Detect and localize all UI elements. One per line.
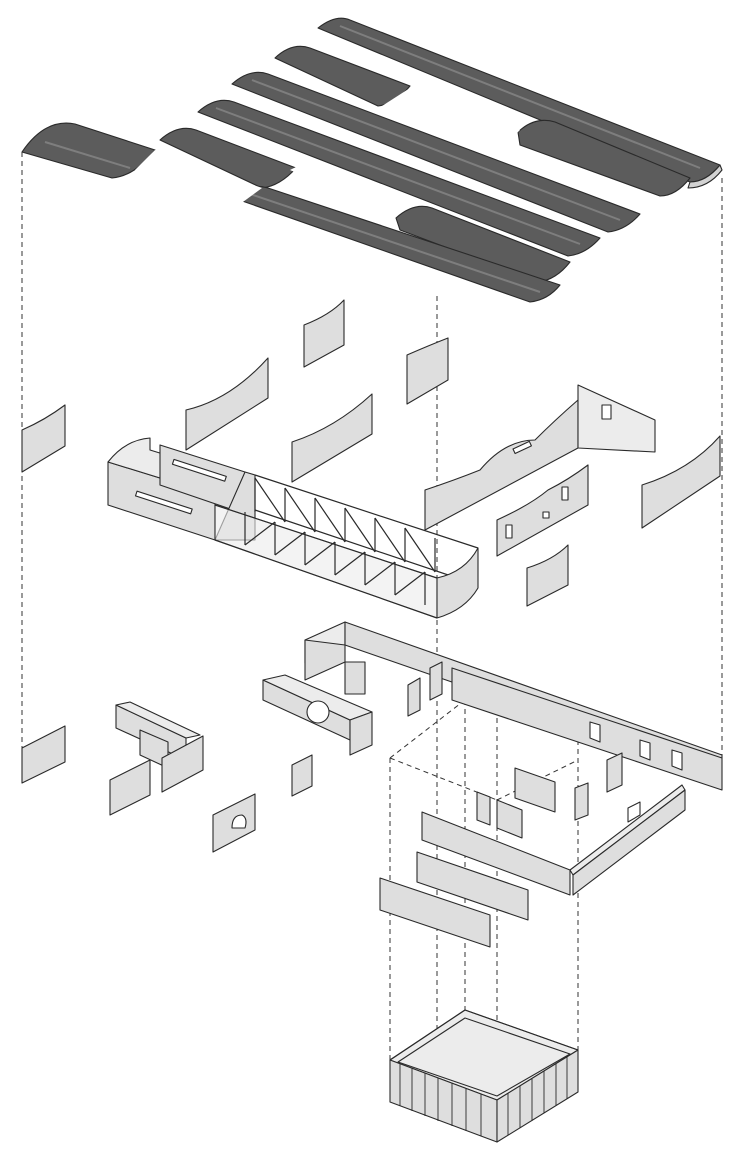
roof-skylight-opening: [290, 160, 410, 215]
small-wall-panel: [476, 791, 491, 826]
wall-with-arch-opening: [212, 793, 256, 853]
curved-top-wall: [185, 357, 269, 451]
round-opening: [306, 700, 330, 724]
window-opening: [542, 511, 550, 519]
wall-with-windows: [496, 464, 589, 557]
small-wall-panel: [407, 677, 421, 717]
small-wall-panel: [514, 767, 556, 813]
small-wall-panel: [21, 725, 66, 784]
roof-skylight-opening: [135, 150, 262, 210]
roof-skylight-opening: [382, 88, 520, 150]
wavy-wall-with-window: [424, 384, 656, 531]
wall-with-round-opening: [262, 674, 373, 756]
curved-top-wall: [291, 393, 373, 483]
roof-vault-strip: [274, 45, 691, 197]
small-wall-panel: [344, 661, 366, 695]
vaulted-roof: [21, 17, 723, 303]
window-opening: [601, 404, 612, 420]
small-wall-panel: [429, 661, 443, 701]
curved-top-wall: [303, 299, 345, 368]
window-opening: [561, 486, 569, 501]
slot-opening: [171, 458, 227, 482]
small-wall-panel: [496, 799, 523, 839]
roof-highlights: [44, 25, 701, 293]
curved-top-wall: [21, 404, 66, 473]
window-opening: [505, 524, 513, 539]
truss-bridge: [107, 437, 479, 619]
curved-top-wall: [406, 337, 449, 405]
u-shaped-wall: [421, 784, 686, 896]
small-wall-panel: [574, 782, 589, 821]
floor-wall-panel: [379, 877, 491, 948]
vertical-cladding-lines: [399, 1057, 568, 1136]
small-wall-panel: [606, 752, 623, 793]
ground-pavilion: [389, 1009, 579, 1143]
slot-opening: [512, 440, 532, 455]
truss-members: [244, 477, 436, 605]
roof-vault-strip: [317, 17, 723, 189]
curved-top-wall: [641, 435, 721, 529]
core-walls: [379, 752, 686, 948]
roof-vault-strip: [159, 127, 571, 283]
floor-wall-panel: [416, 851, 529, 921]
corner-wall-set: [109, 701, 204, 816]
curved-top-wall: [526, 544, 569, 607]
upper-walls: [21, 299, 721, 607]
long-perimeter-wall: [304, 621, 723, 791]
roof-vault-strip: [231, 71, 641, 233]
small-wall-panel: [291, 754, 313, 797]
middle-walls: [21, 621, 723, 853]
slot-opening: [134, 490, 193, 515]
